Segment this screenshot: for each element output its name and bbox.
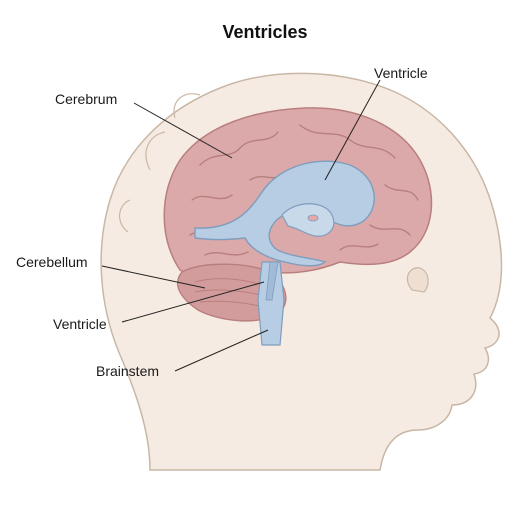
leader-line-ventricle-bottom — [121, 281, 265, 323]
leader-line-ventricle-top — [324, 79, 381, 181]
label-brainstem: Brainstem — [96, 363, 160, 379]
leader-line-cerebellum — [101, 265, 206, 289]
label-ventricle-top: Ventricle — [374, 65, 428, 81]
leader-line-brainstem — [174, 329, 269, 372]
hair-tufts — [119, 93, 201, 233]
ear — [406, 267, 429, 293]
leader-lines — [101, 79, 381, 372]
brainstem — [257, 261, 285, 346]
third-ventricle — [281, 203, 335, 237]
label-ventricle-bottom: Ventricle — [53, 316, 107, 332]
cerebral-aqueduct — [265, 261, 279, 301]
label-cerebellum: Cerebellum — [16, 254, 88, 270]
diagram-title: Ventricles — [222, 22, 308, 42]
leader-line-cerebrum — [133, 102, 233, 159]
interventricular-foramen — [307, 214, 319, 222]
label-cerebrum: Cerebrum — [55, 91, 118, 107]
